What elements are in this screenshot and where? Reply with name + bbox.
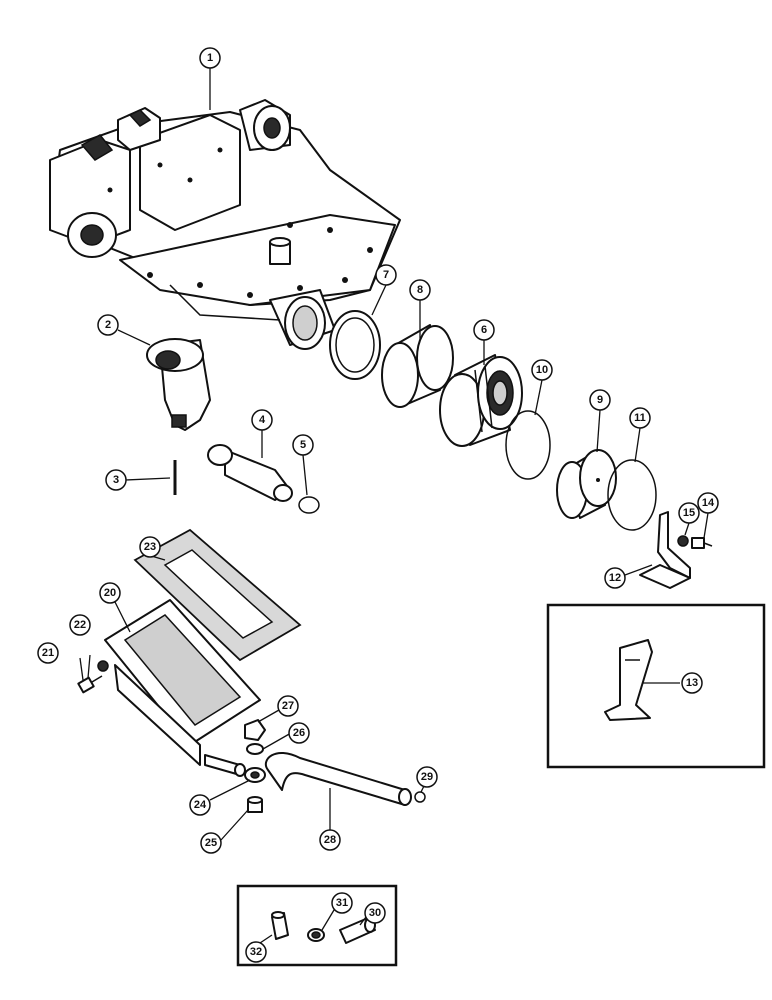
svg-text:28: 28 — [324, 834, 336, 846]
part-o-ring-10 — [505, 410, 551, 480]
callout-12: 12 — [604, 567, 626, 589]
svg-text:21: 21 — [42, 647, 54, 659]
callout-1: 1 — [199, 47, 221, 69]
svg-text:12: 12 — [609, 572, 621, 584]
svg-text:5: 5 — [300, 439, 306, 451]
part-piston-pin — [207, 444, 293, 502]
part-gasket-23 — [133, 528, 302, 662]
part-cap-9 — [556, 449, 617, 519]
svg-text:11: 11 — [634, 412, 646, 424]
inset-box-13 — [546, 603, 766, 769]
callout-2: 2 — [97, 314, 119, 336]
part-ball-29 — [414, 791, 426, 803]
svg-text:13: 13 — [686, 677, 698, 689]
callout-23: 23 — [139, 536, 161, 558]
part-bolt-14 — [691, 537, 713, 549]
svg-text:6: 6 — [481, 324, 487, 336]
part-tube-stub — [204, 754, 246, 777]
callout-28: 28 — [319, 829, 341, 851]
part-sleeve-32 — [271, 911, 289, 940]
svg-text:4: 4 — [259, 414, 266, 426]
svg-text:20: 20 — [104, 587, 116, 599]
callout-31: 31 — [331, 892, 353, 914]
callout-25: 25 — [200, 832, 222, 854]
svg-text:26: 26 — [293, 727, 305, 739]
inset-box-30-32 — [236, 884, 398, 967]
svg-text:24: 24 — [194, 799, 207, 811]
part-washer-22 — [97, 660, 109, 672]
svg-text:30: 30 — [369, 907, 381, 919]
part-housing — [49, 99, 401, 350]
part-screw-21 — [77, 675, 103, 694]
svg-text:9: 9 — [597, 394, 603, 406]
callout-11: 11 — [629, 407, 651, 429]
svg-text:32: 32 — [250, 946, 262, 958]
svg-text:7: 7 — [383, 269, 389, 281]
part-o-ring-5 — [298, 496, 320, 514]
part-connector-30 — [339, 917, 376, 944]
callout-3: 3 — [105, 469, 127, 491]
part-fitting-25 — [247, 796, 263, 813]
part-sleeve-8 — [381, 324, 454, 408]
svg-text:15: 15 — [683, 507, 695, 519]
svg-text:8: 8 — [417, 284, 423, 296]
callout-7: 7 — [375, 264, 397, 286]
callout-24: 24 — [189, 794, 211, 816]
callout-13: 13 — [681, 672, 703, 694]
callout-14: 14 — [697, 492, 719, 514]
part-piston-6 — [439, 354, 523, 447]
pipe-end — [398, 788, 412, 806]
svg-text:2: 2 — [105, 319, 111, 331]
callout-6: 6 — [473, 319, 495, 341]
callout-26: 26 — [288, 722, 310, 744]
part-pipe-28 — [265, 751, 406, 806]
part-washer-15 — [677, 535, 689, 547]
callout-10: 10 — [531, 359, 553, 381]
svg-text:1: 1 — [207, 52, 213, 64]
callout-8: 8 — [409, 279, 431, 301]
part-snap-ring-11 — [607, 459, 657, 531]
part-bracket-13 — [604, 639, 653, 721]
part-washer-26 — [246, 743, 264, 755]
callout-20: 20 — [99, 582, 121, 604]
part-rockshaft-arm — [146, 338, 211, 431]
part-clamp-24 — [244, 767, 266, 783]
callout-32: 32 — [245, 941, 267, 963]
svg-text:25: 25 — [205, 837, 217, 849]
callout-4: 4 — [251, 409, 273, 431]
part-clamp-31 — [307, 928, 325, 942]
callout-27: 27 — [277, 695, 299, 717]
callout-5: 5 — [292, 434, 314, 456]
svg-text:29: 29 — [421, 771, 433, 783]
callout-9: 9 — [589, 389, 611, 411]
svg-text:31: 31 — [336, 897, 348, 909]
svg-text:3: 3 — [113, 474, 119, 486]
part-bracket-12 — [639, 511, 691, 589]
svg-text:10: 10 — [536, 364, 548, 376]
part-cover-20 — [104, 599, 261, 766]
svg-text:14: 14 — [702, 497, 715, 509]
callout-15: 15 — [678, 502, 700, 524]
svg-text:22: 22 — [74, 619, 86, 631]
callout-22: 22 — [69, 614, 91, 636]
callout-29: 29 — [416, 766, 438, 788]
callout-21: 21 — [37, 642, 59, 664]
svg-text:27: 27 — [282, 700, 294, 712]
part-nut-27 — [244, 719, 266, 741]
svg-text:23: 23 — [144, 541, 156, 553]
part-seal-ring-7 — [329, 310, 381, 380]
callout-30: 30 — [364, 902, 386, 924]
